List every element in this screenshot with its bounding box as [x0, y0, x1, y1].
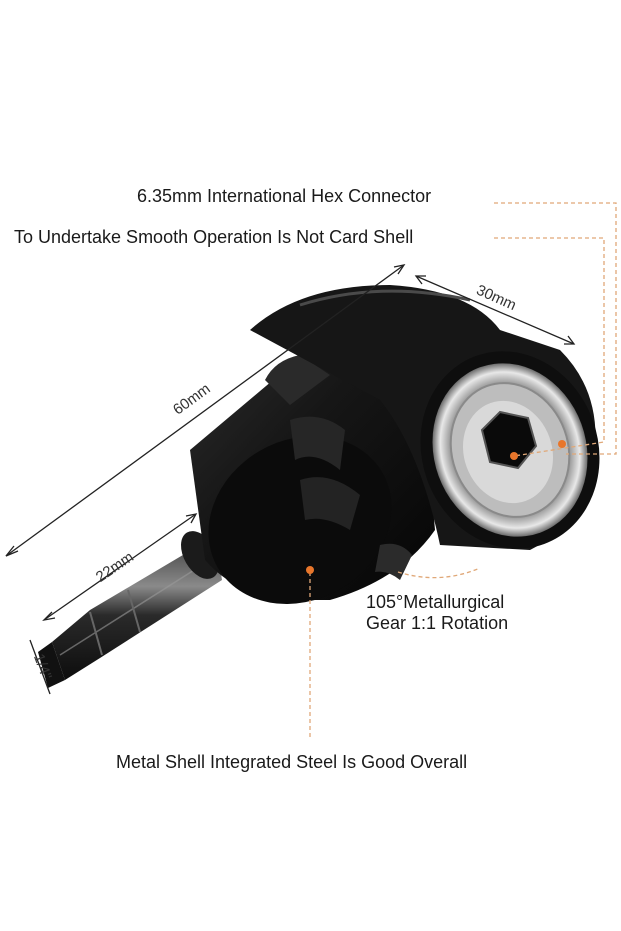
- metal-shell-label: Metal Shell Integrated Steel Is Good Ove…: [116, 752, 468, 772]
- dimension-30mm: [414, 275, 576, 345]
- gear-rotation-label: 105°Metallurgical Gear 1:1 Rotation: [366, 592, 508, 634]
- output-bearing: [420, 351, 600, 549]
- smooth-operation-label: To Undertake Smooth Operation Is Not Car…: [14, 227, 414, 247]
- hex-socket-icon: [480, 410, 538, 470]
- gear-rotation-line2: Gear 1:1 Rotation: [366, 613, 509, 633]
- dimension-22mm-label: 22mm: [93, 548, 137, 585]
- dimension-quarter-inch: [29, 639, 51, 695]
- dimension-30mm-label: 30mm: [474, 282, 519, 314]
- dimension-22mm: [42, 513, 198, 622]
- dimension-60mm-label: 60mm: [170, 380, 214, 418]
- bearing-marker-icon: [558, 440, 566, 448]
- leader-lines: [309, 202, 617, 738]
- dimension-60mm: [5, 264, 406, 557]
- hex-shank: [38, 531, 222, 688]
- shell-marker-icon: [306, 566, 314, 574]
- adapter-body: [190, 342, 435, 605]
- hex-connector-label: 6.35mm International Hex Connector: [137, 186, 432, 206]
- gear-rotation-line1: 105°Metallurgical: [366, 592, 505, 612]
- hex-connector-marker-icon: [510, 452, 518, 460]
